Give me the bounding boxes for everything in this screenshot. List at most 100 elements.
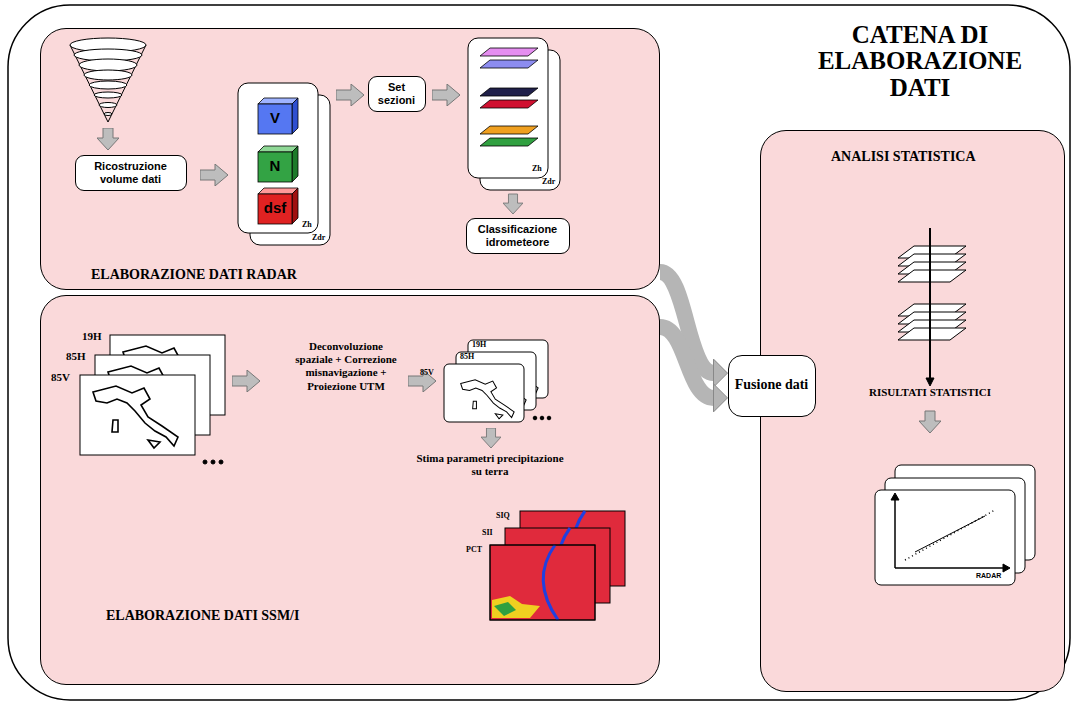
process-box: Set sezioni [368,76,426,112]
flow-arrow [714,359,728,387]
cube-letter: N [258,157,292,174]
volume-stack [292,188,298,224]
process-text: Stima parametri precipitazione su terra [410,452,570,478]
data-slices [926,378,934,386]
scatter-chart [915,516,985,552]
scatter-chart [894,500,896,568]
block-arrow [336,84,364,106]
radar-cone [94,92,122,98]
corrected-map [533,416,537,420]
product-label: SII [482,528,493,537]
radar-cone [99,103,117,108]
scatter-chart [895,567,1003,569]
block-arrow [200,164,228,186]
corrected-map [444,364,524,422]
ssmi-map [80,375,195,455]
ssmi-map [203,460,207,464]
flow-arrow [660,327,728,412]
ssmi-map [211,460,215,464]
volume-stack [258,152,292,182]
volume-stack [258,188,298,194]
radar-cone [84,70,132,80]
flow-arrow [714,384,728,412]
block-arrow [481,428,501,448]
diagram-title: CATENA DI ELABORAZIONE DATI [800,22,1040,101]
volume-stack [238,83,318,233]
section-stack [480,48,538,56]
panel-heading: ELABORAZIONE DATI RADAR [91,267,297,283]
stage-panel: ANALISI STATISTICAFusione dati [760,130,1065,692]
box-text: Classificazione idrometeore [472,223,564,249]
channel-label: 19H [472,340,486,349]
corrected-map [461,380,514,419]
section-stack [480,88,538,96]
corrected-map [540,416,544,420]
box-text: Ricostruzione volume dati [81,160,181,186]
channel-label: 85V [51,371,70,383]
corrected-map [547,416,551,420]
channel-label: 85H [460,352,474,361]
scatter-chart [891,493,899,500]
scatter-chart [1003,564,1010,572]
volume-stack [258,194,292,224]
radar-cone [79,59,137,71]
layer-tag: Zh [532,164,542,173]
layer-tag: Zh [302,220,312,229]
volume-stack [292,146,298,182]
ssmi-map [93,386,178,448]
precipitation-map [543,545,558,620]
process-box: Ricostruzione volume dati [75,155,187,191]
cube-letter: V [258,109,292,126]
cube-letter: dsf [258,199,292,216]
scatter-chart [905,510,995,560]
data-slices [898,228,966,386]
volume-stack [258,104,292,134]
process-text: Deconvoluzione spaziale + Correzione mis… [290,340,402,393]
corrected-map [444,340,551,422]
volume-stack [258,98,298,104]
outer-frame [8,5,1070,700]
data-slices [898,270,966,282]
block-arrow [97,84,941,448]
section-stack [480,60,538,68]
precipitation-map [494,602,516,616]
block-arrow [232,370,260,392]
layer-tag: Zdr [542,177,555,186]
data-slices [898,328,966,340]
channel-label: 19H [82,330,102,342]
volume-stack [292,98,298,134]
precipitation-map [490,545,595,620]
radar-cone [70,38,146,122]
panel-heading: ANALISI STATISTICA [831,149,976,165]
box-text: Fusione dati [735,377,809,393]
radar-cone [89,81,127,89]
panel-heading: ELABORAZIONE DATI SSM/I [106,608,299,624]
volume-stack [258,146,298,152]
section-stack [480,100,538,108]
section-stack [468,38,548,178]
axis-label: RADAR [976,572,1001,579]
product-label: PCT [466,545,482,554]
box-text: Set sezioni [374,81,420,107]
precipitation-map [490,545,595,620]
block-arrow [97,128,119,150]
ssmi-map [219,460,223,464]
precipitation-map [490,511,625,620]
radar-cone [70,45,146,122]
scatter-chart [875,490,1015,585]
layer-tag: Zdr [312,233,325,242]
ssmi-map [80,335,225,464]
channel-label: 85H [66,350,86,362]
radar-cone [104,113,112,116]
scatter-chart [875,465,1035,585]
section-stack [480,126,538,134]
channel-label: 85V [420,368,434,377]
precipitation-map [492,596,540,618]
volume-stack [238,83,330,245]
product-label: SIQ [496,511,510,520]
flow-arrow [660,327,714,398]
process-box: Classificazione idrometeore [466,218,570,254]
data-slices [929,228,931,378]
